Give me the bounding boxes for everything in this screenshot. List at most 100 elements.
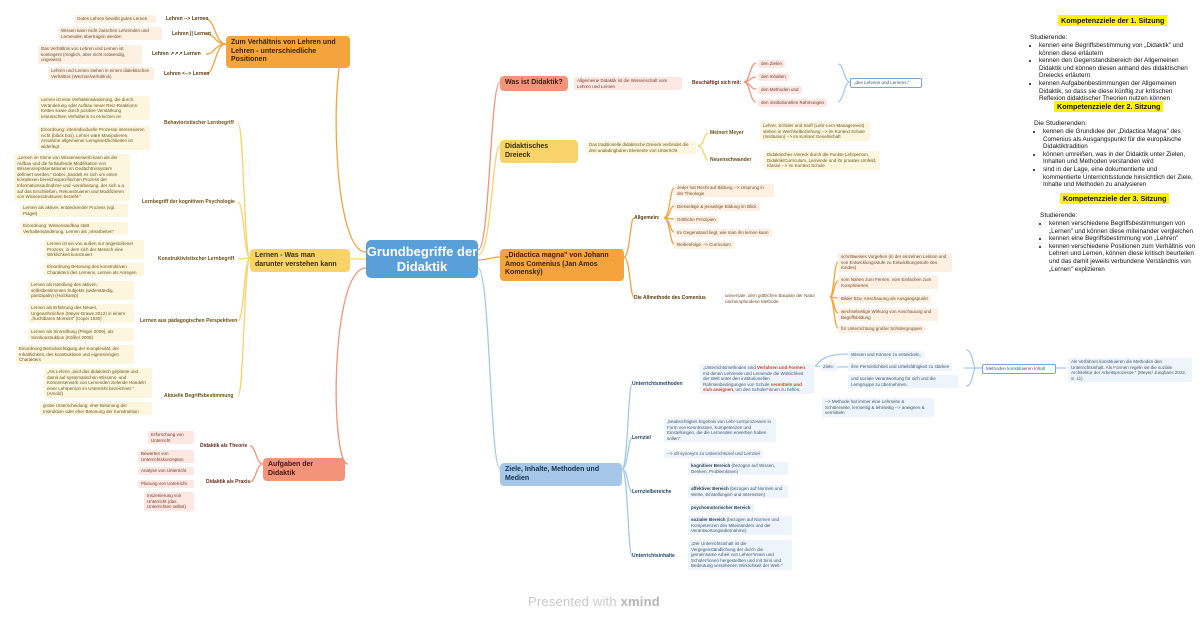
sozial-bold: sozialer Bereich <box>691 517 726 522</box>
leaf-recht-bildung[interactable]: Jeder hat Recht auf Bildung --> Ursprung… <box>674 184 774 198</box>
methoden-def-pre: „Unterrichtsmethoden sind <box>703 365 758 370</box>
kompetenz-1-heading: Kompetenzziele der 1. Sitzung <box>1058 15 1168 26</box>
branch-verhaeltnis[interactable]: Zum Verhältnis von Lehren und Lehren - u… <box>226 36 350 68</box>
leaf-akt-1[interactable]: „Als Lehren „wird das didaktisch geplant… <box>44 368 152 398</box>
branch-didaktisches-dreieck[interactable]: Didaktisches Dreieck <box>500 140 578 163</box>
leaf-grosse-gruppen[interactable]: für Unterrichtung großer Schülergruppen <box>838 325 926 333</box>
leaf-methoden-def[interactable]: „Unterrichtsmethoden sind Verfahren und … <box>700 364 814 394</box>
kompetenz-3-item: kennen verschiedene Positionen zum Verhä… <box>1049 243 1196 273</box>
label-beschaeftigt[interactable]: Beschäftigt sich mit: <box>692 80 742 86</box>
label-unterrichtsmethoden[interactable]: Unterrichtsmethoden <box>632 381 683 387</box>
leaf-wissenschaft[interactable]: Allgemeine Didaktik ist die Wissenschaft… <box>574 77 682 91</box>
leaf-inhalte-def[interactable]: „Der Unterrichtsinhalt ist die Vergegens… <box>688 540 792 570</box>
leaf-ziel-verantwortung[interactable]: und soziale Verantwortung für sich und d… <box>848 375 958 389</box>
leaf-bewerten[interactable]: Bewerten von Unterrichtskonzepten <box>138 450 194 464</box>
label-kognitiv[interactable]: Lernbegriff der kognitiven Psychologie <box>142 199 235 205</box>
leaf-lernziel-def[interactable]: „beabsichtigtes Ergebnis von Lehr-Lernpr… <box>664 418 776 443</box>
leaf-kog-3[interactable]: Einordnung: Wissensaufbau statt Verhalte… <box>20 222 128 236</box>
leaf-dreieck-desc[interactable]: Das traditionelle didaktische Dreieck ve… <box>586 141 696 155</box>
leaf-methoden-inhalt[interactable]: Methoden konstituieren Inhalt <box>982 364 1056 374</box>
leaf-gutes-lehren[interactable]: Gutes Lehren bewirkt gutes Lernen <box>74 15 156 23</box>
leaf-schrittweise[interactable]: schrittweises Vorgehen (in der einzelnen… <box>838 253 952 272</box>
leaf-paed-2[interactable]: Lernen als Erfahrung des Neuen, Ungewöhn… <box>28 304 134 323</box>
branch-aufgaben[interactable]: Aufgaben der Didaktik <box>263 458 345 481</box>
label-meinert-meyer[interactable]: Meinert Meyer <box>710 130 744 136</box>
leaf-sozial[interactable]: sozialer Bereich (bezogen auf Normen und… <box>688 516 792 535</box>
leaf-behav-1[interactable]: Lernen ist eine Verhaltensänderung, die … <box>38 96 150 121</box>
leaf-paed-3[interactable]: Lernen als Sinnstiftung (Plöger 2009), a… <box>28 328 134 342</box>
label-lernziel[interactable]: Lernziel <box>632 435 651 441</box>
leaf-diesseitig[interactable]: Diesseitige & jenseitige Bildung im Blic… <box>674 203 760 211</box>
label-neuenschwander[interactable]: Neuenschwander <box>710 157 752 163</box>
branch-lernen[interactable]: Lernen - Was man darunter verstehen kann <box>250 249 350 272</box>
kompetenz-3-item: kennen eine Begriffsbestimmung von „Lehr… <box>1049 235 1196 243</box>
kompetenz-1-list: kennen eine Begriffsbestimmung von „Dida… <box>1030 42 1190 103</box>
leaf-rahmungen[interactable]: den institutionellen Rahmungen <box>758 99 828 107</box>
leaf-meyer[interactable]: Lehrer, Schüler und Stoff (Lehr-Lern-Man… <box>760 122 870 141</box>
leaf-wissen-uebertragen[interactable]: Wissen kann nicht zwischen Lehrenden und… <box>58 27 162 41</box>
branch-comenius[interactable]: „Didactica magna" von Johann Amos Comeni… <box>500 249 624 281</box>
leaf-ziel-wissen[interactable]: Wissen und Können zu entwickeln, <box>848 351 924 359</box>
label-allmethode[interactable]: Die Allmethode des Comenius <box>634 295 706 301</box>
leaf-nahen-fernen[interactable]: vom Nahen zum Fernen, vom Einfachen zum … <box>838 276 938 290</box>
leaf-goettlich[interactable]: Göttliche Prinzipien <box>674 216 719 224</box>
leaf-konst-2[interactable]: Einordnung Betonung des konstruktiven Ch… <box>44 263 144 277</box>
kompetenz-3-intro: Studierende: <box>1040 212 1078 219</box>
leaf-inhalten[interactable]: den Inhalten <box>758 73 789 81</box>
affektiv-bold: affektiver Bereich <box>691 486 729 491</box>
leaf-meyer-junghans-quote[interactable]: Als Verfahren konstituieren die Methoden… <box>1068 358 1192 383</box>
leaf-ziel-persoenlichkeit[interactable]: ihre Persönlichkeit und Urteilsfähigkeit… <box>848 363 953 371</box>
leaf-paed-1[interactable]: Lernen als Handlung des aktiven, selbstb… <box>28 281 134 300</box>
leaf-dialektisch[interactable]: Lehren und Lernen stehen in einem dialek… <box>48 67 154 81</box>
label-lehren-lernen-4[interactable]: Lehren <--> Lernen <box>164 71 210 77</box>
branch-ziele-inhalte[interactable]: Ziele, Inhalte, Methoden und Medien <box>500 463 622 486</box>
kompetenz-1-item: kennen Aufgabenbestimmungen der Allgemei… <box>1039 80 1190 103</box>
leaf-methoden-note[interactable]: --> Methode hat immer eine Lehrseite & S… <box>822 398 934 417</box>
label-praxis[interactable]: Didaktik als Praxis <box>206 479 251 485</box>
label-allgemein[interactable]: Allgemein: <box>634 215 660 221</box>
branch-was-ist-didaktik[interactable]: Was ist Didaktik? <box>500 76 568 91</box>
leaf-lehrens-lernens[interactable]: „des Lehrens und Lernens." <box>850 78 922 88</box>
leaf-kog-2[interactable]: Lernen als aktiver, entdeckender Prozess… <box>20 204 128 218</box>
kompetenz-2-heading: Kompetenzziele der 2. Sitzung <box>1054 101 1164 112</box>
leaf-kog-1[interactable]: „Lernen im Sinne von Wissenserwerb kann … <box>14 154 130 201</box>
label-paedagogisch[interactable]: Lernen aus pädagogischen Perspektiven <box>140 318 238 324</box>
kompetenz-3-list: kennen verschiedene Begriffsbestimmungen… <box>1040 220 1196 273</box>
leaf-psychomotorisch[interactable]: psychomotorischer Bereich <box>688 504 754 512</box>
leaf-analyse[interactable]: Analyse von Unterricht <box>138 467 194 475</box>
label-lernzielbereiche[interactable]: Lernzielbereiche <box>632 489 672 495</box>
label-konstruktivistisch[interactable]: Konstruktivistischer Lernbegriff <box>158 256 235 262</box>
leaf-erforschung[interactable]: Erforschung von Unterricht <box>148 431 194 445</box>
label-theorie[interactable]: Didaktik als Theorie <box>200 443 248 449</box>
leaf-akt-2[interactable]: grobe Unterscheidung: eher Betonung der … <box>40 402 152 416</box>
label-lehren-lernen-3[interactable]: Lehren ↗↗↗ Lernen <box>152 51 201 57</box>
leaf-gegenstand[interactable]: Im Gegenstand liegt, wie man ihn lernen … <box>674 229 772 237</box>
leaf-konst-1[interactable]: Lernen ist ein von außen nur angestoßene… <box>44 240 144 259</box>
leaf-planung[interactable]: Planung von Unterricht <box>138 480 194 488</box>
leaf-neuenschwander[interactable]: Didaktisches Viereck durch die Punkte Le… <box>764 151 880 170</box>
leaf-allmethode-desc[interactable]: universale, dem göttlichen Bauplan der N… <box>725 293 816 304</box>
methoden-def-mid: , mit denen Lehrende und Lernende die Wi… <box>703 365 807 387</box>
leaf-zielen[interactable]: den Zielen <box>758 60 786 68</box>
leaf-bilder[interactable]: Bilder bzw. Anschauung als Ausgangspunkt <box>838 295 931 303</box>
label-aktuelle[interactable]: Aktuelle Begriffsbestimmung <box>164 393 234 399</box>
leaf-inszenierung[interactable]: Inszenierung von Unterricht (das Unterri… <box>144 492 194 511</box>
leaf-kognitiv[interactable]: kognitiver Bereich (bezogen auf Wissen, … <box>688 462 788 476</box>
leaf-methoden[interactable]: den Methoden und <box>758 86 802 94</box>
central-topic[interactable]: Grundbegriffe der Didaktik <box>366 240 478 278</box>
leaf-behav-2[interactable]: Einordnung: interindividuelle Prozesse i… <box>38 126 150 151</box>
label-behavioristisch[interactable]: Behavioristischer Lernbegriff <box>164 120 234 126</box>
label-lehren-lernen-1[interactable]: Lehren --> Lernen <box>166 16 209 22</box>
leaf-reihenfolge[interactable]: Reihenfolge --> Curriculum <box>674 241 734 249</box>
leaf-lernziel-syn[interactable]: --> oft synonym zu Unterrichtsziel und L… <box>664 450 763 458</box>
label-unterrichtsinhalte[interactable]: Unterrichtsinhalte <box>632 553 675 559</box>
leaf-paed-4[interactable]: Einordnung Berücksichtigung der Komplexi… <box>16 345 134 364</box>
leaf-kontingent[interactable]: Das Verhältnis von Lehren und Lernen ist… <box>38 45 142 64</box>
kompetenz-2-item: kennen die Grundidee der „Didactica Magn… <box>1043 128 1194 151</box>
leaf-affektiv[interactable]: affektiver Bereich (bezogen auf Normen u… <box>688 485 788 499</box>
label-lehren-lernen-2[interactable]: Lehren || Lernen <box>172 31 211 37</box>
kompetenz-2-intro: Die Studierenden: <box>1034 120 1087 127</box>
leaf-wechselseitig[interactable]: wechselseitige Wirkung von Anschauung un… <box>838 308 938 322</box>
label-ziele[interactable]: Ziele: <box>820 363 838 371</box>
